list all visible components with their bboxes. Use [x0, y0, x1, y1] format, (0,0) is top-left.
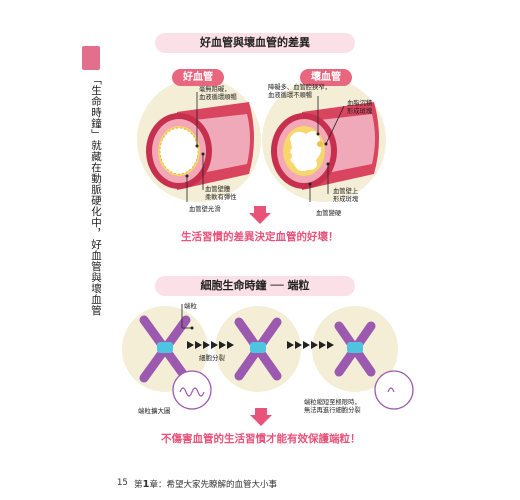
- zoom-label: 端粒擴大圖: [138, 407, 171, 415]
- down-arrow-icon: [249, 206, 271, 224]
- good-vessel-illustration: [146, 92, 254, 202]
- section2-conclusion: 不傷害血管的生活習慣才能有效保護端粒！: [161, 433, 361, 445]
- limit-label: 端粒縮短至極限時， 無法再進行細胞分裂: [304, 399, 361, 414]
- good-vessel-tag: 好血管: [172, 69, 224, 86]
- chromosome-2: [234, 317, 282, 381]
- section1-conclusion: 生活習慣的差異決定血管的好壞！: [181, 231, 339, 243]
- section1-title: 好血管與壞血管的差異: [155, 33, 355, 53]
- good-label-flow: 毫無阻礙， 血液循環順暢: [199, 86, 237, 101]
- chromosome-3: [334, 321, 376, 377]
- bad-vessel-illustration: [271, 96, 379, 202]
- bad-label-wall-plaque: 血管壁上 形成斑塊: [333, 188, 359, 203]
- section2-title: 細胞生命時鐘 ── 端粒: [155, 276, 355, 296]
- chapter-prefix: 第: [134, 480, 143, 490]
- telomere-zoom-circle-1: [172, 370, 212, 410]
- bad-label-hard: 血管變硬: [316, 210, 342, 217]
- division-label: 細胞分裂: [199, 354, 225, 362]
- page-number: 15: [117, 478, 128, 488]
- bad-vessel-tag: 壞血管: [300, 69, 352, 86]
- chapter-line: 第1章：希望大家先瞭解的血管大小事: [134, 478, 277, 490]
- down-arrow-icon: [250, 408, 272, 426]
- chapter-title: 章：希望大家先瞭解的血管大小事: [149, 480, 277, 490]
- sidebar-vertical-text: 「生命時鐘」就藏在動脈硬化中，好血管與壞血管: [90, 74, 102, 316]
- chromosome-1: [139, 315, 191, 383]
- good-label-smooth: 血管壁光滑: [189, 206, 221, 213]
- division-arrows-2: [287, 341, 334, 349]
- bad-label-plaque: 血脂沉積 形成斑塊: [347, 100, 373, 115]
- good-label-wall: 血管壁體 柔軟有彈性: [205, 186, 237, 201]
- chapter-side-tab: [82, 46, 100, 70]
- bad-label-narrow: 障礙多、血管腔狹窄， 血液循環不順暢: [268, 84, 331, 99]
- telomere-label: 端粒: [184, 302, 197, 310]
- chapter-number: 1: [142, 479, 150, 490]
- division-arrows-1: [187, 341, 234, 349]
- telomere-pointer-line: [181, 304, 194, 330]
- telomere-zoom-circle-2: [374, 370, 414, 410]
